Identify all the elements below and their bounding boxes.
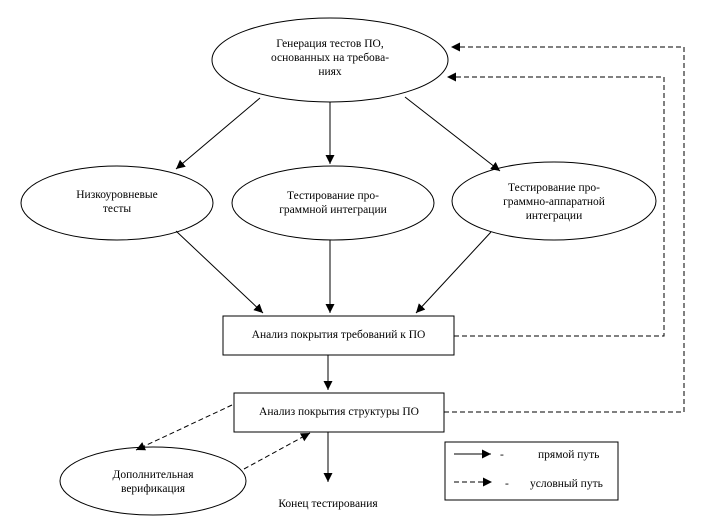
- label-hw-integration-line-2: граммно-аппаратной: [503, 196, 605, 208]
- label-generate-line-2: основанных на требова-: [270, 52, 390, 64]
- legend-conditional-label: условный путь: [530, 478, 603, 490]
- arrow-generate-to-low-level: [175, 97, 261, 170]
- legend-direct-dash: -: [500, 449, 504, 461]
- label-hw-integration-line-1: Тестирование про-: [508, 182, 600, 194]
- label-hw-integration: Тестирование про- граммно-аппаратной инт…: [474, 181, 634, 223]
- label-sw-integration: Тестирование про- граммной интеграции: [253, 189, 413, 217]
- label-req-coverage: Анализ покрытия требований к ПО: [251, 329, 426, 341]
- label-end-testing: Конец тестирования: [278, 498, 378, 510]
- node-sw-integration: [231, 165, 435, 241]
- label-struct-coverage: Анализ покрытия структуры ПО: [259, 406, 419, 418]
- node-extra-verification: [59, 446, 247, 516]
- legend-conditional-dash: -: [505, 478, 509, 490]
- conditional-extra-to-struct-coverage: [243, 432, 311, 470]
- legend-box: [444, 441, 619, 501]
- arrow-hw-integration-to-req-coverage: [415, 231, 492, 314]
- label-extra-verification-line-2: верификация: [120, 483, 186, 495]
- conditional-struct-coverage-to-generate: [444, 42, 685, 413]
- label-hw-integration-line-3: интеграции: [525, 210, 583, 222]
- conditional-req-coverage-to-generate: [447, 72, 665, 337]
- node-hw-integration: [451, 161, 657, 241]
- node-low-level-tests: [20, 165, 214, 241]
- conditional-struct-coverage-to-extra: [135, 404, 233, 451]
- label-sw-integration-line-2: граммной интеграции: [279, 204, 387, 216]
- label-generate-tests: Генерация тестов ПО, основанных на требо…: [230, 37, 430, 79]
- label-generate-line-3: ниях: [318, 66, 342, 78]
- node-struct-coverage: [233, 392, 445, 433]
- arrow-low-level-to-req-coverage: [175, 230, 264, 314]
- label-extra-verification: Дополнительная верификация: [83, 468, 223, 496]
- label-low-level-tests: Низкоуровневые тесты: [47, 188, 187, 216]
- label-low-level-line-2: тесты: [102, 203, 132, 215]
- label-low-level-line-1: Низкоуровневые: [76, 189, 158, 201]
- legend-direct-label: прямой путь: [538, 449, 600, 461]
- arrow-generate-to-hw-integration: [404, 96, 501, 172]
- label-sw-integration-line-1: Тестирование про-: [287, 190, 379, 202]
- node-req-coverage: [222, 315, 455, 356]
- label-generate-line-1: Генерация тестов ПО,: [276, 38, 384, 50]
- label-extra-verification-line-1: Дополнительная: [112, 469, 194, 481]
